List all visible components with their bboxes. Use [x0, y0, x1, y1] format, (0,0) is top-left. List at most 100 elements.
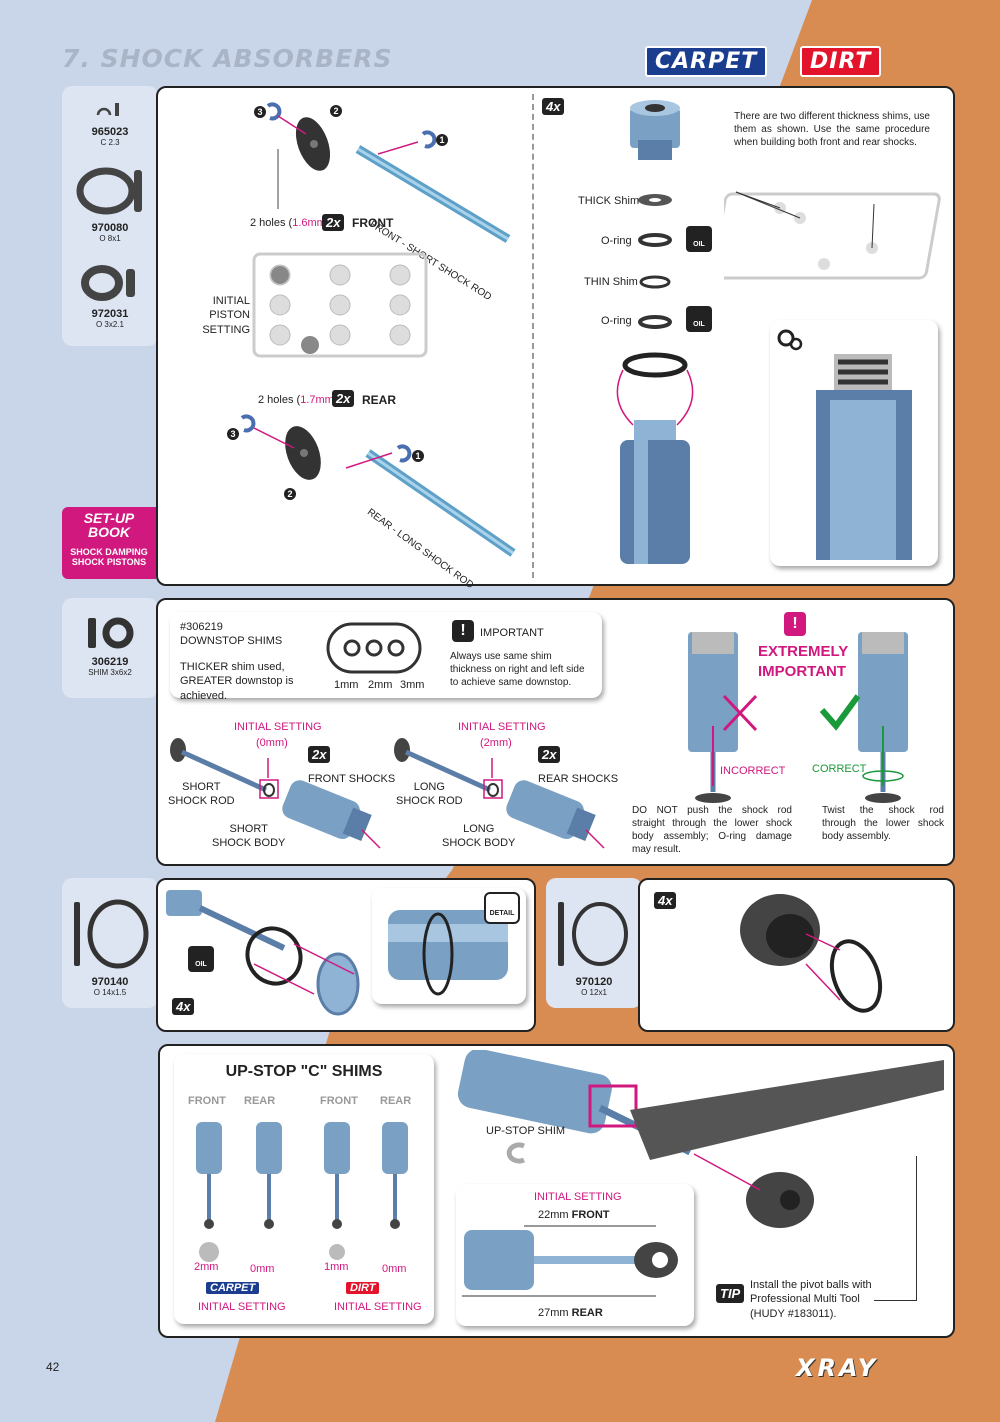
long-rod-line2: SHOCK ROD — [396, 795, 463, 808]
holes-text: 2 holes ( — [250, 217, 293, 229]
detail-bubble — [770, 320, 938, 566]
step-number-1: 1 — [436, 134, 448, 146]
incorrect-text: DO NOT push the shock rod straight throu… — [632, 805, 792, 855]
rear-length-label: 27mm REAR — [538, 1306, 603, 1320]
initial-piston-line1: INITIAL PISTON — [209, 295, 250, 322]
rear-length-value: 27mm — [538, 1307, 569, 1319]
brand-carpet-badge: CARPET — [645, 46, 768, 77]
long-rod-label: LONG SHOCK ROD — [396, 780, 463, 809]
front-holes-label: 2 holes (1.6mm) — [250, 216, 330, 230]
oil-icon: OIL — [686, 306, 712, 332]
upstop-shocks-illustration — [196, 1122, 408, 1262]
front-length-value: 22mm — [538, 1209, 569, 1221]
front-piston-assembly-illustration — [266, 102, 511, 243]
arm-shock-mount-illustration — [457, 1050, 944, 1228]
downstop-code: #306219 — [180, 621, 223, 633]
initial-setting-label: INITIAL SETTING — [334, 1301, 422, 1313]
part-number: 306219 — [91, 656, 129, 668]
initial-setting-label: INITIAL SETTING — [534, 1191, 622, 1203]
setup-book-line1: SHOCK DAMPING — [70, 547, 148, 557]
short-body-line1: SHORT — [229, 823, 268, 835]
holes-value: 1.7mm — [300, 394, 334, 406]
step-downstop-panel: #306219 DOWNSTOP SHIMS THICKER shim used… — [156, 598, 955, 866]
quantity-badge: 4x — [542, 98, 565, 115]
quantity-badge: 2x — [322, 214, 345, 231]
part-number: 970080 — [91, 222, 129, 234]
rear-piston-assembly-illustration — [240, 414, 516, 557]
length-setting-bubble: INITIAL SETTING 22mm FRONT 27mm REAR — [456, 1184, 694, 1326]
cap-oring-illustration — [740, 894, 883, 1013]
carpet-front-upstop: 2mm — [194, 1261, 219, 1273]
front-label: FRONT — [352, 216, 394, 230]
correct-illustration — [819, 632, 908, 803]
part-size: SHIM 3x6x2 — [88, 668, 132, 677]
rear-header: REAR — [380, 1095, 412, 1107]
short-body-line2: SHOCK BODY — [212, 837, 286, 850]
oil-icon: OIL — [188, 946, 214, 972]
short-rod-line2: SHOCK ROD — [168, 795, 235, 808]
short-rod-line1: SHORT — [182, 781, 221, 793]
detail-icon: DETAIL — [484, 892, 520, 924]
brand-dirt-badge: DIRT — [800, 46, 882, 77]
extremely-line1: EXTREMELY — [758, 643, 849, 660]
long-rod-line1: LONG — [413, 781, 445, 793]
front-header: FRONT — [320, 1095, 358, 1107]
c-clip-icon — [96, 103, 119, 116]
shim-note: There are two different thickness shims,… — [734, 111, 930, 148]
part-size: O 14x1.5 — [93, 988, 127, 997]
long-body-line2: SHOCK BODY — [442, 837, 516, 850]
rear-holes-label: 2 holes (1.7mm) — [258, 393, 338, 407]
shim-2mm: 2mm — [368, 679, 393, 691]
extremely-line2: IMPORTANT — [758, 662, 847, 680]
front-length-tag: FRONT — [571, 1209, 610, 1221]
step-cap-oring-panel: 4x — [638, 878, 955, 1032]
shim-sprue-illustration — [724, 191, 941, 280]
correct-text: Twist the shock rod through the lower sh… — [822, 805, 944, 842]
holes-value: 1.6mm — [292, 217, 326, 229]
tip-badge: TIP — [716, 1284, 745, 1303]
detail-bubble: DETAIL — [372, 888, 526, 1004]
quantity-badge: 2x — [332, 390, 355, 407]
carpet-rear-upstop: 0mm — [250, 1263, 275, 1275]
thin-shim-label: THIN Shim — [584, 276, 638, 288]
long-body-line1: LONG — [463, 823, 495, 835]
upstop-title: UP-STOP "C" SHIMS — [225, 1063, 383, 1080]
dirt-rear-upstop: 0mm — [382, 1263, 407, 1275]
front-header: FRONT — [188, 1095, 226, 1107]
part-number: 970120 — [575, 976, 613, 988]
quantity-badge: 4x — [654, 892, 677, 909]
thicker-note: THICKER shim used, GREATER downstop is a… — [180, 661, 294, 702]
part-number: 965023 — [91, 126, 129, 138]
quantity-badge: 2x — [538, 746, 561, 763]
shim-1mm: 1mm — [334, 679, 359, 691]
shim-sprue-icon — [326, 622, 422, 674]
part-size: O 8x1 — [99, 234, 121, 243]
rear-downstop-value: (2mm) — [480, 737, 512, 749]
long-body-label: LONG SHOCK BODY — [442, 822, 515, 851]
tip-text: Install the pivot balls with Professiona… — [750, 1279, 872, 1320]
step-number-2: 2 — [330, 105, 342, 117]
shock-oring-illustration — [166, 890, 360, 1016]
rear-length-tag: REAR — [571, 1307, 603, 1319]
warning-icon: ! — [784, 612, 806, 636]
incorrect-label: INCORRECT — [720, 765, 786, 777]
initial-setting-label: INITIAL SETTING — [198, 1301, 286, 1313]
step-number-3: 3 — [254, 106, 266, 118]
short-rod-label: SHORT SHOCK ROD — [168, 780, 235, 809]
oring-label: O-ring — [601, 315, 632, 327]
part-size: O 3x2.1 — [95, 320, 124, 329]
xray-logo: XRAY — [796, 1354, 879, 1382]
setup-book-line2: SHOCK PISTONS — [71, 557, 147, 567]
shock-length-illustration — [462, 1225, 678, 1297]
front-length-label: 22mm FRONT — [538, 1208, 610, 1222]
o-ring-icon — [74, 899, 149, 969]
dirt-badge: DIRT — [346, 1282, 380, 1294]
piston-sprue-illustration — [252, 252, 428, 358]
step-number-3: 3 — [227, 428, 239, 440]
part-number: 970140 — [91, 976, 129, 988]
front-shocks-label: FRONT SHOCKS — [308, 773, 396, 785]
rear-shock-assembly-illustration — [394, 738, 605, 849]
